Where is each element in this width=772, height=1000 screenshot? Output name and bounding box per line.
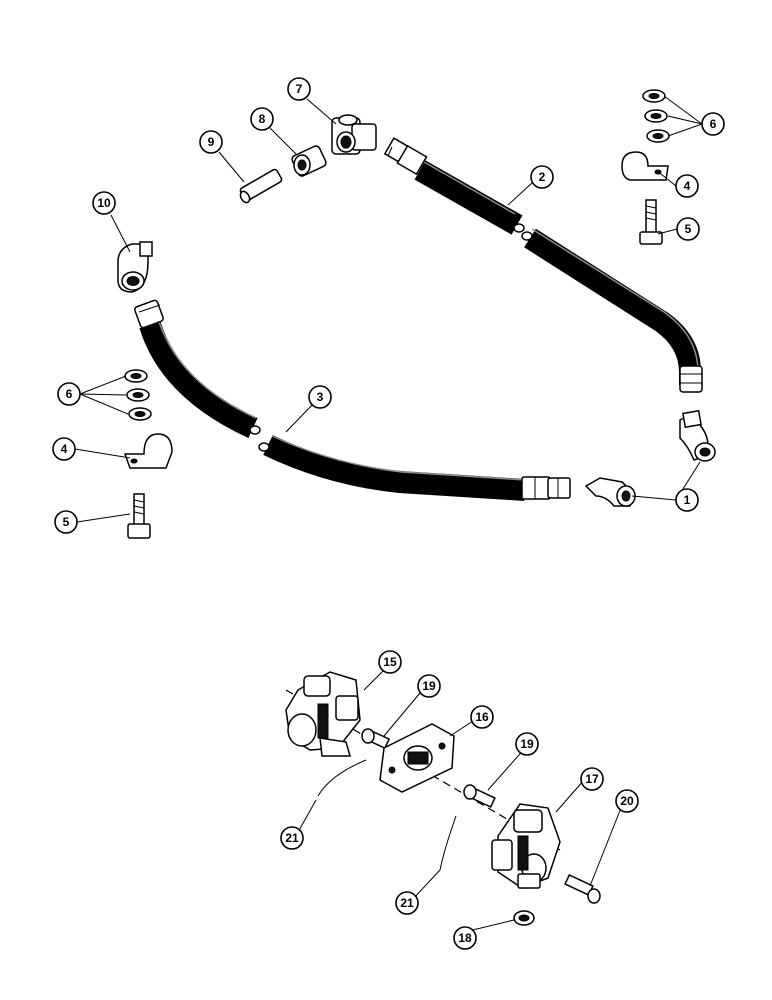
callout-1: 1 xyxy=(675,488,699,512)
callout-7: 7 xyxy=(287,77,311,101)
cap-screw-19-upper xyxy=(361,728,391,750)
callout-5-right: 5 xyxy=(676,217,700,241)
split-pin-21-upper xyxy=(317,759,367,797)
callout-4-right: 4 xyxy=(675,174,699,198)
svg-text:20: 20 xyxy=(620,794,634,808)
callout-10: 10 xyxy=(92,191,116,215)
hose-clamp-4-right xyxy=(621,151,669,181)
coupling-half-15 xyxy=(285,671,361,757)
svg-text:21: 21 xyxy=(285,831,299,845)
svg-text:5: 5 xyxy=(685,222,692,236)
coupling-half-17 xyxy=(491,803,561,889)
callout-21-lower: 21 xyxy=(395,891,419,915)
svg-text:6: 6 xyxy=(66,387,73,401)
coupling-center-16 xyxy=(379,723,455,793)
svg-text:3: 3 xyxy=(317,390,324,404)
svg-text:6: 6 xyxy=(710,117,717,131)
svg-text:7: 7 xyxy=(296,82,303,96)
lock-nut-18 xyxy=(513,910,535,926)
svg-text:8: 8 xyxy=(259,112,266,126)
hose-3 xyxy=(134,299,571,501)
callout-15: 15 xyxy=(378,650,402,674)
svg-text:4: 4 xyxy=(61,442,68,456)
svg-text:1: 1 xyxy=(684,493,691,507)
svg-text:10: 10 xyxy=(97,196,111,210)
callout-19-upper: 19 xyxy=(417,674,441,698)
callout-6-right: 6 xyxy=(701,112,725,136)
svg-text:5: 5 xyxy=(63,515,70,529)
elbow-fitting-10 xyxy=(117,241,153,293)
cap-screw-20 xyxy=(564,873,601,904)
svg-text:9: 9 xyxy=(208,135,215,149)
svg-text:21: 21 xyxy=(400,896,414,910)
callout-5-left: 5 xyxy=(54,510,78,534)
callout-9: 9 xyxy=(199,130,223,154)
washer-stack-6-left xyxy=(124,369,152,421)
hose-2 xyxy=(383,137,703,393)
callout-8: 8 xyxy=(250,107,274,131)
washer-stack-6-right xyxy=(642,89,670,143)
callout-16: 16 xyxy=(470,705,494,729)
split-pin-21-lower xyxy=(439,815,457,871)
callout-3: 3 xyxy=(308,385,332,409)
tee-fitting-7 xyxy=(331,114,377,155)
svg-text:16: 16 xyxy=(475,710,489,724)
callout-17: 17 xyxy=(580,767,604,791)
svg-text:17: 17 xyxy=(585,772,599,786)
callout-20: 20 xyxy=(615,789,639,813)
cap-screw-5-right xyxy=(639,199,663,245)
callout-21-upper: 21 xyxy=(280,826,304,850)
cap-screw-19-lower xyxy=(463,784,496,809)
callout-19-lower: 19 xyxy=(515,732,539,756)
cap-screw-5-left xyxy=(127,493,151,539)
svg-text:19: 19 xyxy=(520,737,534,751)
callout-18: 18 xyxy=(453,926,477,950)
svg-text:2: 2 xyxy=(539,170,546,184)
leader-lines xyxy=(74,95,703,935)
pipe-nipple-9 xyxy=(239,168,283,204)
callout-6-left: 6 xyxy=(57,382,81,406)
adapter-8 xyxy=(291,145,327,177)
svg-text:18: 18 xyxy=(458,931,472,945)
hose-clamp-4-left xyxy=(123,433,173,469)
callout-4-left: 4 xyxy=(52,437,76,461)
svg-text:4: 4 xyxy=(684,179,691,193)
callout-2: 2 xyxy=(530,165,554,189)
svg-text:19: 19 xyxy=(422,679,436,693)
svg-text:15: 15 xyxy=(383,655,397,669)
elbow-fitting-1 xyxy=(584,409,716,507)
